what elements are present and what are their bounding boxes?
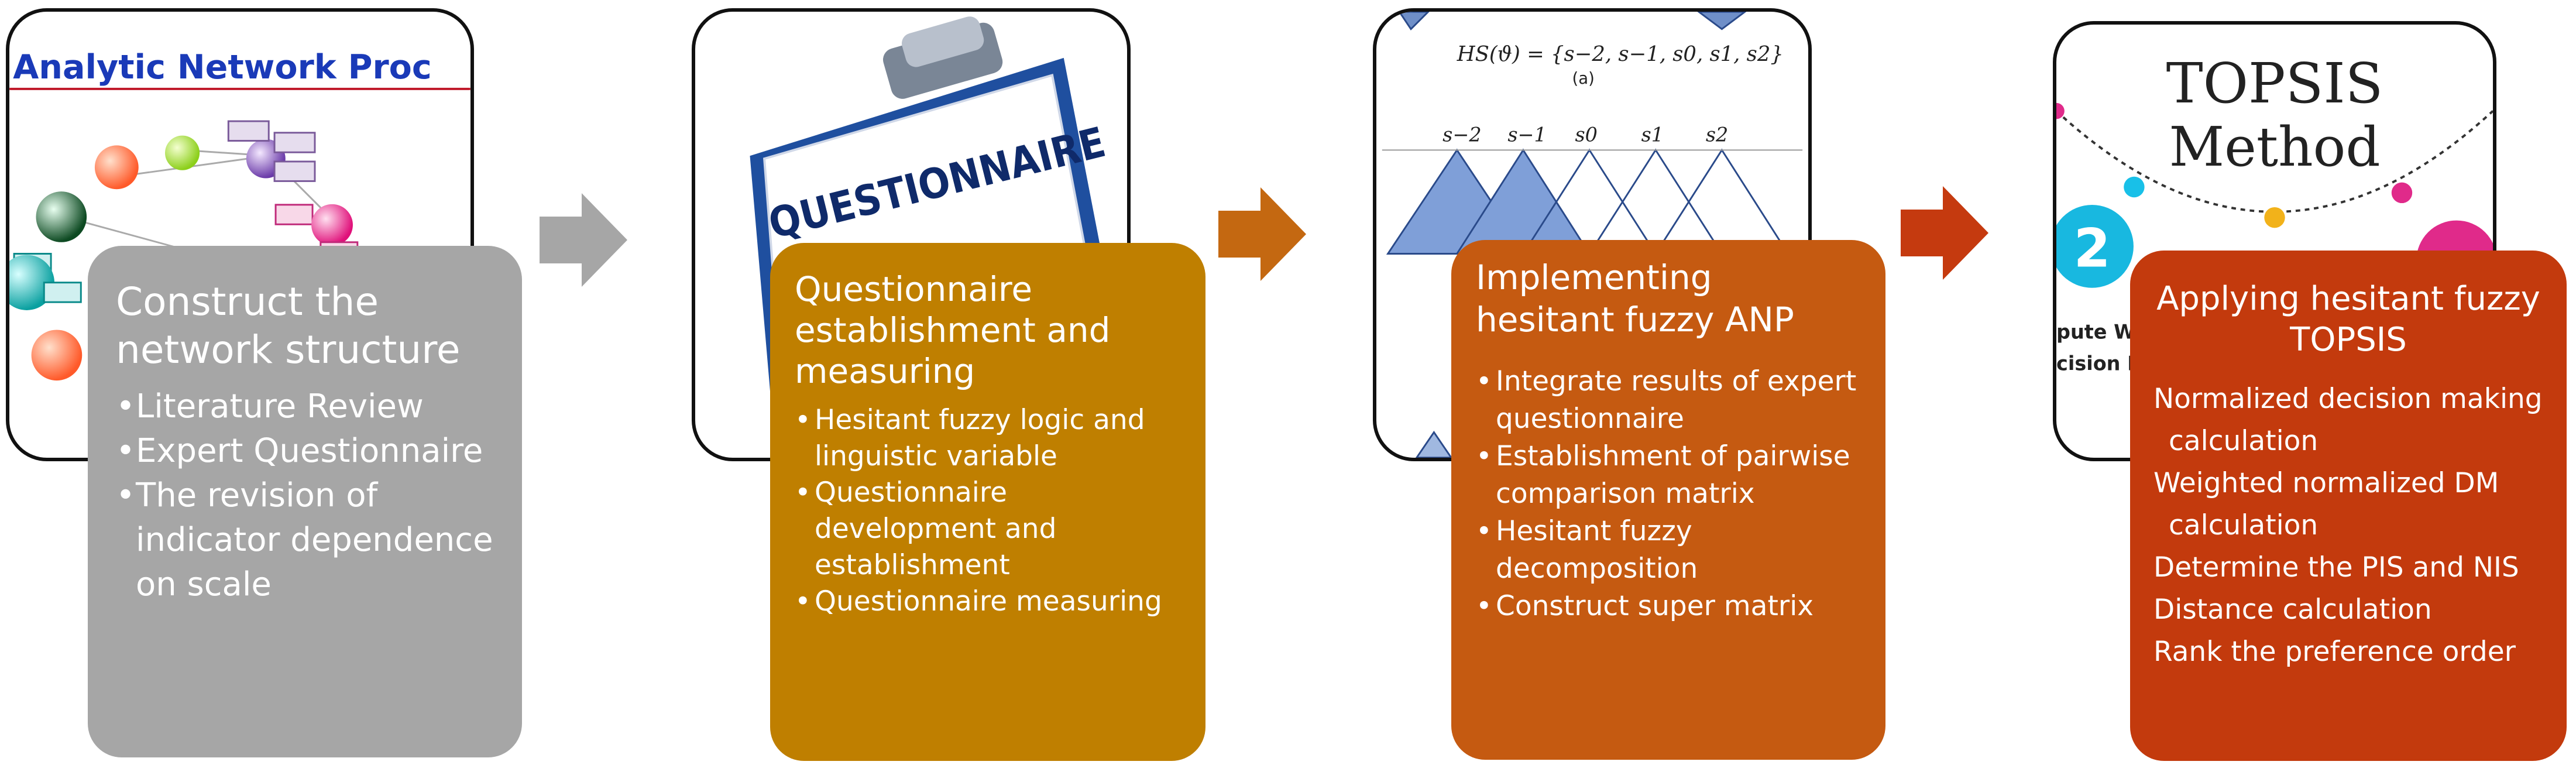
step-title: Applying hesitant fuzzy TOPSIS bbox=[2156, 280, 2540, 359]
label-s0: s0 bbox=[1575, 124, 1597, 146]
step-item-list: Integrate results of expert questionnair… bbox=[1476, 363, 1860, 625]
list-item: Construct super matrix bbox=[1476, 588, 1860, 625]
step-title: Construct the network structure bbox=[116, 279, 461, 372]
topsis-picture-subtitle: Method bbox=[2169, 115, 2380, 179]
step-card-hesitant-topsis: Applying hesitant fuzzy TOPSIS Normalize… bbox=[2130, 251, 2567, 761]
topsis-step-badge: 2 bbox=[2074, 218, 2111, 279]
list-item: Expert Questionnaire bbox=[116, 429, 494, 474]
list-item: The revision of indicator dependence on … bbox=[116, 474, 494, 607]
list-item: Integrate results of expert questionnair… bbox=[1476, 363, 1860, 438]
arrow-icon-1 bbox=[540, 193, 627, 287]
fuzzy-triangle-graphic: HS(ϑ) = {s−2, s−1, s0, s1, s2} (a) s−2 s… bbox=[1382, 12, 1803, 458]
anp-picture-title: Analytic Network Proc bbox=[13, 48, 432, 87]
label-s-minus-2: s−2 bbox=[1442, 124, 1481, 146]
step-card-hesitant-anp: Implementing hesitant fuzzy ANP Integrat… bbox=[1451, 240, 1885, 760]
list-item: Hesitant fuzzy logic and linguistic vari… bbox=[795, 402, 1181, 475]
list-item: Hesitant fuzzy decomposition bbox=[1476, 513, 1860, 588]
label-s-minus-1: s−1 bbox=[1507, 124, 1546, 146]
step-card-construct-network: Construct the network structure Literatu… bbox=[88, 246, 522, 757]
step-item-list: Normalized decision making calculation W… bbox=[2153, 378, 2543, 673]
topsis-picture-title: TOPSIS bbox=[2166, 52, 2383, 116]
arrow-shape-1 bbox=[540, 193, 627, 287]
list-item: Normalized decision making calculation bbox=[2153, 383, 2543, 457]
list-item: Questionnaire measuring bbox=[795, 584, 1181, 620]
arrow-shape-3 bbox=[1901, 186, 1988, 280]
list-item: Establishment of pairwise comparison mat… bbox=[1476, 438, 1860, 513]
list-item: Determine the PIS and NIS bbox=[2153, 551, 2519, 584]
hesitant-set-caption: (a) bbox=[1572, 69, 1595, 88]
arrow-shape-2 bbox=[1218, 187, 1306, 281]
list-item: Weighted normalized DM calculation bbox=[2153, 467, 2499, 541]
step-item-list: Literature Review Expert Questionnaire T… bbox=[116, 385, 494, 607]
list-item: Literature Review bbox=[116, 385, 494, 429]
step-card-questionnaire: Questionnaire establishment and measurin… bbox=[770, 243, 1205, 761]
arrow-icon-3 bbox=[1901, 186, 1988, 280]
list-item: Questionnaire development and establishm… bbox=[795, 475, 1181, 584]
step-title: Questionnaire establishment and measurin… bbox=[795, 269, 1111, 391]
list-item: Distance calculation bbox=[2153, 594, 2432, 626]
step-item-list: Hesitant fuzzy logic and linguistic vari… bbox=[795, 402, 1181, 620]
step-title: Implementing hesitant fuzzy ANP bbox=[1476, 258, 1794, 339]
label-s1: s1 bbox=[1641, 124, 1664, 146]
list-item: Rank the preference order bbox=[2153, 636, 2516, 668]
label-s2: s2 bbox=[1706, 124, 1728, 146]
hesitant-set-formula: HS(ϑ) = {s−2, s−1, s0, s1, s2} bbox=[1457, 42, 1784, 66]
arrow-icon-2 bbox=[1218, 187, 1306, 281]
